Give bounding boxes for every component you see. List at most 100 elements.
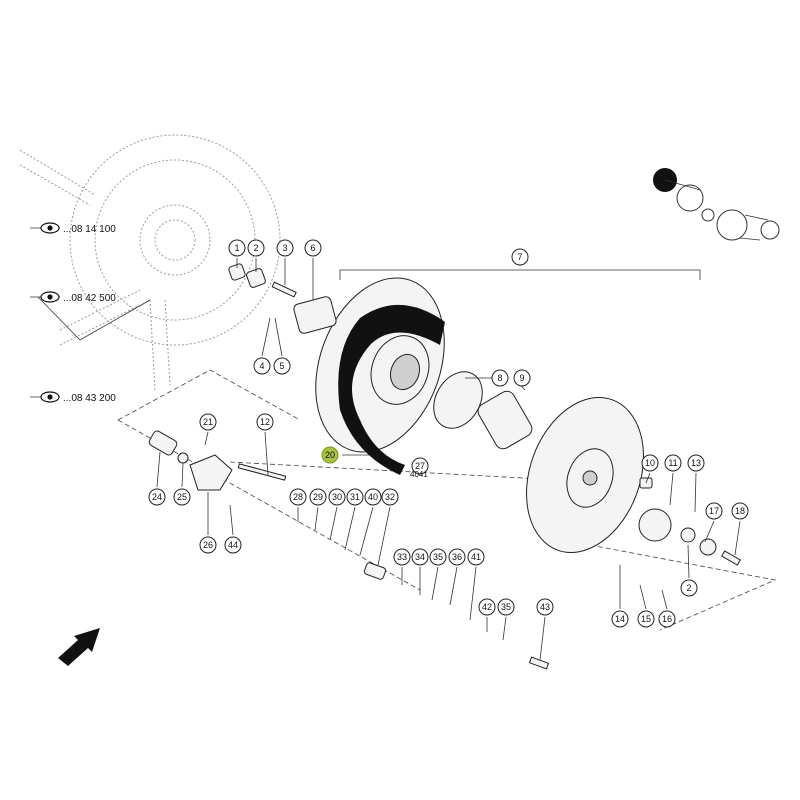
leader-line: [181, 462, 184, 488]
callout-label: 16: [662, 614, 672, 624]
leader-line: [431, 566, 439, 601]
callout-label: 7: [517, 252, 522, 262]
leader-line: [469, 566, 477, 621]
orientation-arrow-icon: [58, 628, 100, 666]
leader-line: [539, 616, 546, 661]
callout-label: 30: [332, 492, 342, 502]
leader-line: [359, 506, 374, 556]
callout-label: 42: [482, 602, 492, 612]
callout-8[interactable]: 8: [491, 369, 509, 387]
callout-label: 2: [686, 583, 691, 593]
callout-7[interactable]: 7: [511, 248, 529, 266]
callout-21[interactable]: 21: [199, 413, 217, 431]
leader-line: [661, 589, 668, 610]
leader-line: [449, 566, 458, 606]
callout-24[interactable]: 24: [148, 488, 166, 506]
leader-line: [645, 472, 651, 484]
callout-label: 15: [641, 614, 651, 624]
leader-line: [344, 506, 356, 551]
callout-29[interactable]: 29: [309, 488, 327, 506]
callout-30[interactable]: 30: [328, 488, 346, 506]
callout-13[interactable]: 13: [687, 454, 705, 472]
leader-line: [734, 520, 741, 556]
reference-label: ...08 42 500: [63, 293, 116, 304]
callout-1[interactable]: 1: [228, 239, 246, 257]
callout-35[interactable]: 35: [429, 548, 447, 566]
callout-40[interactable]: 40: [364, 488, 382, 506]
reference-row-1[interactable]: ...08 14 100: [30, 222, 116, 235]
callout-label: 29: [313, 492, 323, 502]
callout-label: 26: [203, 540, 213, 550]
callout-35[interactable]: 35: [497, 598, 515, 616]
callout-label: 24: [152, 492, 162, 502]
callout-label: 1: [234, 243, 239, 253]
callout-label: 27: [415, 461, 425, 471]
callout-label: 35: [501, 602, 511, 612]
callout-9[interactable]: 9: [513, 369, 531, 387]
callout-label: 20: [325, 450, 335, 460]
callout-4[interactable]: 4: [253, 357, 271, 375]
callout-15[interactable]: 15: [637, 610, 655, 628]
callout-26[interactable]: 26: [199, 536, 217, 554]
callout-32[interactable]: 32: [381, 488, 399, 506]
callout-6[interactable]: 6: [304, 239, 322, 257]
callout-18[interactable]: 18: [731, 502, 749, 520]
callout-16[interactable]: 16: [658, 610, 676, 628]
leader-line: [156, 451, 161, 488]
leader-line: [704, 520, 715, 543]
location-map-icon: [653, 168, 780, 241]
callout-label: 41: [471, 552, 481, 562]
callout-label: 44: [228, 540, 238, 550]
callout-2[interactable]: 2: [680, 579, 698, 597]
callout-label: 36: [452, 552, 462, 562]
leader-line: [229, 504, 234, 536]
callout-42[interactable]: 42: [478, 598, 496, 616]
callout-label: 33: [397, 552, 407, 562]
callout-25[interactable]: 25: [173, 488, 191, 506]
leader-line: [264, 431, 269, 476]
callout-3[interactable]: 3: [276, 239, 294, 257]
callout-34[interactable]: 34: [411, 548, 429, 566]
callout-label: 5: [279, 361, 284, 371]
reference-label: ...08 14 100: [63, 224, 116, 235]
callout-11[interactable]: 11: [664, 454, 682, 472]
leader-line: [694, 472, 697, 513]
callout-31[interactable]: 31: [346, 488, 364, 506]
callout-label: 12: [260, 417, 270, 427]
callout-label: 2: [253, 243, 258, 253]
callout-33[interactable]: 33: [393, 548, 411, 566]
leader-line: [261, 317, 271, 357]
callout-10[interactable]: 10: [641, 454, 659, 472]
callout-label: 25: [177, 492, 187, 502]
reference-label: ...08 43 200: [63, 393, 116, 404]
callout-2[interactable]: 2: [247, 239, 265, 257]
callout-label: 31: [350, 492, 360, 502]
background-chain-wheel: [19, 134, 281, 391]
leader-line: [669, 472, 674, 506]
callout-17[interactable]: 17: [705, 502, 723, 520]
callout-36[interactable]: 36: [448, 548, 466, 566]
callout-label: 21: [203, 417, 213, 427]
callout-label: 3: [282, 243, 287, 253]
callout-41[interactable]: 41: [467, 548, 485, 566]
callout-44[interactable]: 44: [224, 536, 242, 554]
callout-label: 13: [691, 458, 701, 468]
leader-line: [639, 584, 647, 610]
callout-20[interactable]: 20: [321, 446, 339, 464]
callout-label: 32: [385, 492, 395, 502]
leader-line: [502, 616, 507, 641]
leader-line: [377, 506, 391, 566]
leader-line: [687, 544, 690, 579]
callout-43[interactable]: 43: [536, 598, 554, 616]
reference-row-3[interactable]: ...08 43 200: [30, 391, 116, 404]
callout-5[interactable]: 5: [273, 357, 291, 375]
callout-28[interactable]: 28: [289, 488, 307, 506]
callout-label: 6: [310, 243, 315, 253]
callout-12[interactable]: 12: [256, 413, 274, 431]
callout-14[interactable]: 14: [611, 610, 629, 628]
callout-label: 11: [668, 458, 677, 468]
callout-27[interactable]: 27: [411, 457, 429, 475]
reference-row-2[interactable]: ...08 42 500: [30, 291, 151, 341]
callout-label: 43: [540, 602, 550, 612]
